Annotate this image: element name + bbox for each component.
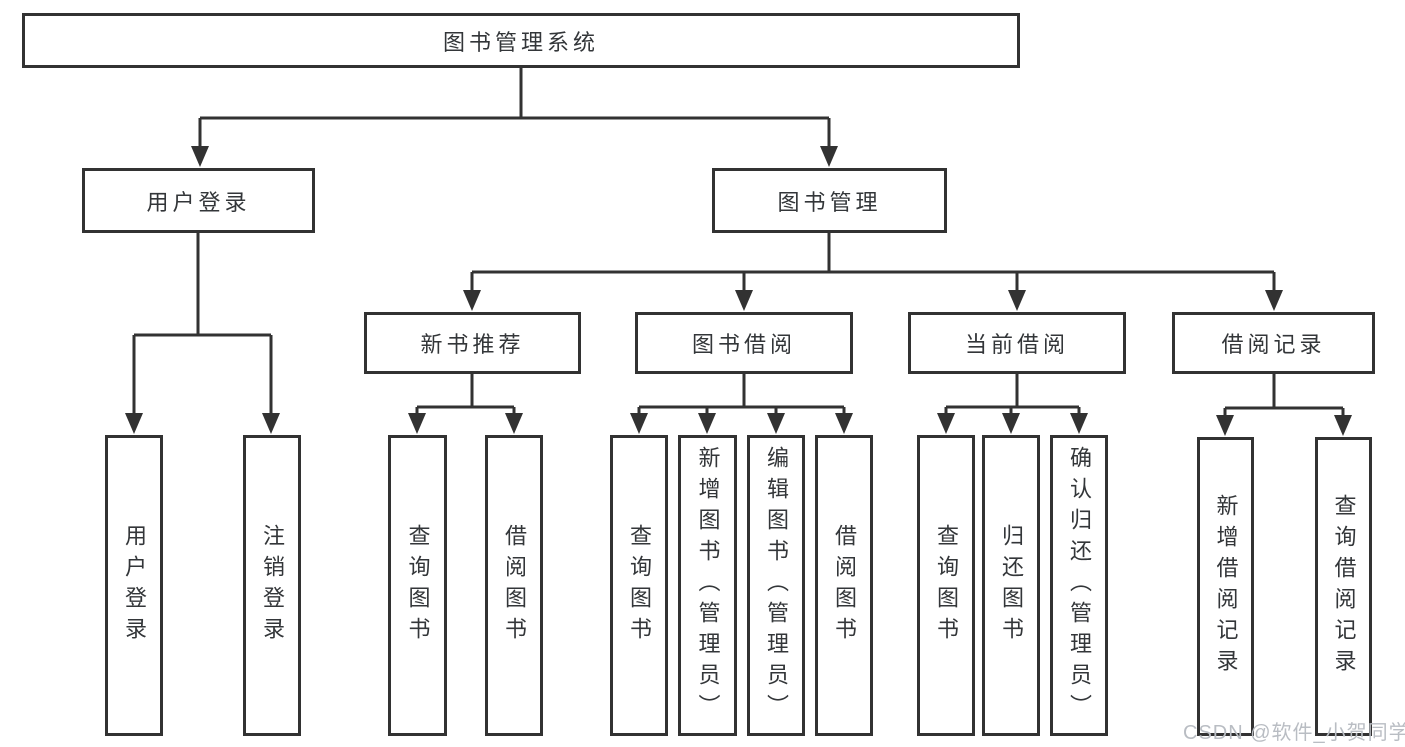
connector-book-management-to-level3	[463, 233, 1283, 311]
node-current-borrowing-label: 当前借阅	[964, 332, 1069, 357]
leaf-borrow-edit-books-admin: 编辑图书（管理员）	[747, 435, 805, 736]
connector-borrowing-records-to-leaves	[1216, 374, 1352, 436]
node-borrowing-records-label: 借阅记录	[1221, 332, 1326, 357]
node-user-login-label: 用户登录	[146, 189, 251, 215]
connector-book-borrowing-to-leaves	[630, 374, 853, 434]
node-book-management: 图书管理	[712, 168, 947, 233]
connector-user-login-to-leaves	[125, 233, 280, 434]
leaf-borrow-borrow-books-label: 借阅图书	[832, 523, 857, 648]
leaf-borrow-query-books: 查询图书	[610, 435, 668, 736]
node-new-book-recommendation-label: 新书推荐	[420, 332, 525, 357]
leaf-current-return-books-label: 归还图书	[999, 523, 1024, 648]
leaf-logout-label: 注销登录	[260, 523, 285, 648]
connector-new-book-recommendation-to-leaves	[408, 374, 523, 434]
node-library-management-system-label: 图书管理系统	[442, 29, 599, 55]
leaf-borrow-add-books-admin-label: 新增图书（管理员）	[695, 446, 721, 725]
node-library-management-system: 图书管理系统	[22, 13, 1020, 68]
node-book-borrowing-label: 图书借阅	[691, 332, 796, 357]
node-book-borrowing: 图书借阅	[635, 312, 853, 374]
leaf-logout: 注销登录	[243, 435, 301, 736]
leaf-records-query-record-label: 查询借阅记录	[1331, 493, 1357, 680]
leaf-records-query-record: 查询借阅记录	[1315, 437, 1372, 736]
leaf-borrow-add-books-admin: 新增图书（管理员）	[678, 435, 737, 736]
leaf-current-return-books: 归还图书	[982, 435, 1040, 736]
node-user-login: 用户登录	[82, 168, 315, 233]
leaf-records-add-record: 新增借阅记录	[1197, 437, 1254, 736]
node-new-book-recommendation: 新书推荐	[364, 312, 581, 374]
connector-root-to-level2	[191, 68, 838, 167]
leaf-current-confirm-return-admin: 确认归还（管理员）	[1050, 435, 1108, 736]
connector-current-borrowing-to-leaves	[937, 374, 1088, 434]
leaf-current-query-books-label: 查询图书	[934, 523, 959, 648]
leaf-borrow-borrow-books: 借阅图书	[815, 435, 873, 736]
leaf-recommend-borrow-books-label: 借阅图书	[502, 523, 527, 648]
leaf-recommend-query-books: 查询图书	[388, 435, 447, 736]
leaf-records-add-record-label: 新增借阅记录	[1213, 493, 1239, 680]
leaf-user-login: 用户登录	[105, 435, 163, 736]
leaf-user-login-label: 用户登录	[122, 523, 147, 648]
node-borrowing-records: 借阅记录	[1172, 312, 1375, 374]
leaf-current-confirm-return-admin-label: 确认归还（管理员）	[1067, 446, 1092, 725]
leaf-borrow-query-books-label: 查询图书	[627, 523, 652, 648]
leaf-recommend-borrow-books: 借阅图书	[485, 435, 543, 736]
node-book-management-label: 图书管理	[777, 189, 882, 215]
leaf-recommend-query-books-label: 查询图书	[405, 523, 431, 648]
csdn-watermark: CSDN @软件_小贺同学	[1183, 722, 1405, 744]
node-current-borrowing: 当前借阅	[908, 312, 1126, 374]
leaf-current-query-books: 查询图书	[917, 435, 975, 736]
leaf-borrow-edit-books-admin-label: 编辑图书（管理员）	[764, 446, 789, 725]
